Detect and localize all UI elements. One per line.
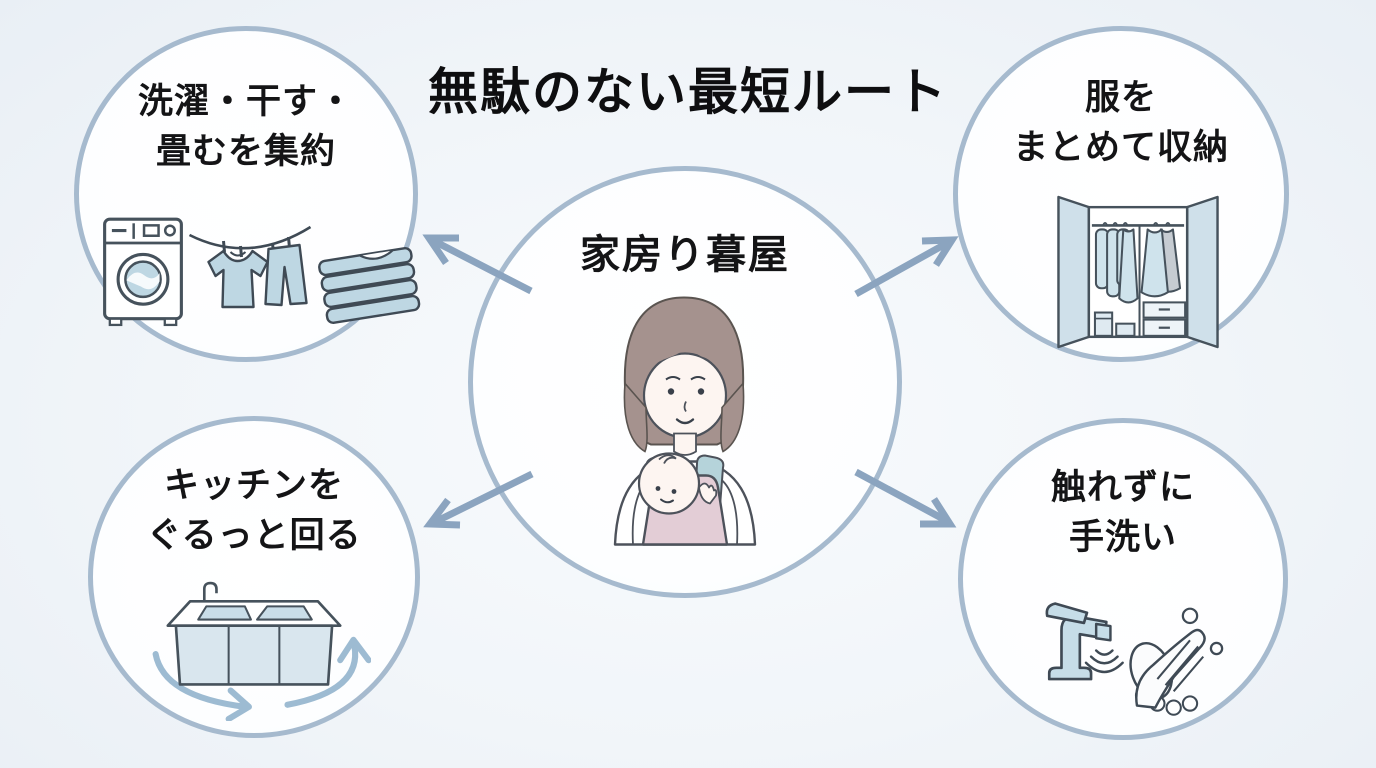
- washing-hands: [1129, 607, 1224, 716]
- arrow-center-to-handwash: [854, 468, 957, 528]
- clothesline-icon: [188, 225, 312, 309]
- arrow-center-to-laundry: [422, 234, 533, 295]
- arrow-center-to-kitchen: [423, 470, 534, 529]
- center-label: 家房り暮屋: [473, 227, 897, 284]
- node-closet-label: 服を まとめて収納: [958, 73, 1284, 172]
- center-label-text: 家房り暮屋: [580, 233, 790, 277]
- node-handwash-label: 触れずに 手洗い: [963, 463, 1283, 562]
- node-laundry-label-line1: 洗濯・干す・: [137, 82, 354, 121]
- mother-with-baby-illustration: [613, 296, 757, 546]
- node-handwash-label-line1: 触れずに: [1050, 468, 1195, 507]
- arrow-center-to-closet: [854, 236, 959, 298]
- node-kitchen-label: キッチンを ぐるっと回る: [93, 461, 415, 560]
- diagram-title: 無駄のない最短ルート: [428, 64, 948, 120]
- node-laundry-label-line2: 畳むを集約: [155, 131, 336, 171]
- node-closet: 服を まとめて収納: [953, 26, 1289, 362]
- faucet: [1045, 602, 1124, 681]
- node-closet-label-line2: まとめて収納: [1012, 127, 1229, 167]
- node-kitchen-label-line1: キッチンを: [163, 466, 344, 505]
- node-handwash-label-line2: 手洗い: [1068, 517, 1177, 557]
- washing-machine-icon: [103, 217, 183, 327]
- node-laundry-label: 洗濯・干す・ 畳むを集約: [79, 77, 413, 176]
- folded-clothes-icon: [318, 246, 421, 325]
- wardrobe-icon: [1057, 195, 1219, 349]
- kitchen-island-loop-icon: [152, 581, 371, 721]
- node-handwash: 触れずに 手洗い: [958, 418, 1288, 740]
- touchless-faucet-icon: [1045, 602, 1224, 716]
- node-closet-label-line1: 服を: [1084, 78, 1157, 117]
- node-kitchen-label-line2: ぐるっと回る: [146, 515, 362, 555]
- node-kitchen: キッチンを ぐるっと回る: [88, 416, 420, 738]
- node-laundry: 洗濯・干す・ 畳むを集約: [74, 26, 421, 362]
- center-circle: 家房り暮屋: [468, 166, 902, 598]
